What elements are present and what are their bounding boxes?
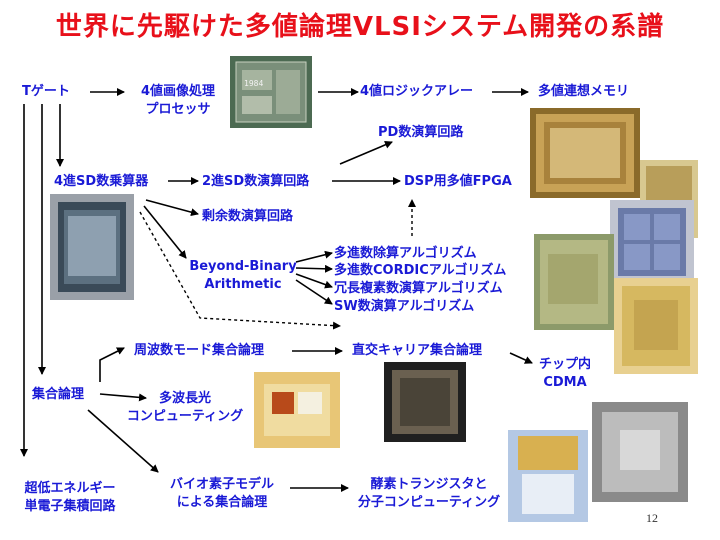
node-cdma: チップ内 CDMA — [532, 356, 598, 392]
node-multiwave: 多波長光 コンピューティング — [120, 390, 250, 426]
node-residue: 剰余数演算回路 — [202, 209, 294, 224]
node-low-energy-line1: 超低エネルギー — [24, 481, 116, 496]
node-multiwave-line1: 多波長光 — [158, 391, 211, 406]
node-set-logic: 集合論理 — [32, 387, 85, 402]
algorithm-chip-yellow — [614, 278, 698, 374]
arrow-setlogic-freq — [99, 347, 125, 382]
node-binary-sd: 2進SD数演算回路 — [202, 174, 310, 189]
node-orth-carrier: 直交キャリア集合論理 — [352, 343, 483, 358]
node-multiwave-line2: コンピューティング — [126, 409, 244, 424]
arrow-beyond-redundant — [295, 273, 333, 289]
arrow-sd-beyond — [143, 205, 187, 259]
node-beyond-binary-line2: Arithmetic — [204, 277, 282, 292]
node-pd-circuit: PD数演算回路 — [378, 125, 464, 140]
node-enzyme: 酵素トランジスタと 分子コンピューティング — [350, 476, 508, 512]
node-enzyme-line1: 酵素トランジスタと — [370, 477, 488, 492]
node-enzyme-line2: 分子コンピューティング — [357, 495, 501, 510]
multiwave-chip — [254, 372, 340, 448]
sd-multiplier-chip — [50, 194, 134, 300]
node-freq-mode: 周波数モード集合論理 — [134, 343, 265, 358]
array-chip-blue — [610, 200, 694, 284]
node-low-energy-line2: 単電子集積回路 — [24, 499, 116, 514]
orth-carrier-chip — [384, 362, 466, 442]
node-beyond-binary-line1: Beyond-Binary — [189, 259, 297, 274]
image-processor-chip: 1984 — [230, 56, 312, 128]
arrow-binary-pd — [339, 141, 393, 165]
assoc-memory-chip — [530, 108, 640, 198]
node-cdma-line2: CDMA — [543, 375, 587, 390]
chip-label: 1984 — [244, 79, 263, 88]
node-dsp-fpga: DSP用多値FPGA — [404, 174, 512, 189]
node-algo-cordic: 多進数CORDICアルゴリズム — [334, 263, 507, 278]
node-bio-model: バイオ素子モデル による集合論理 — [154, 476, 290, 512]
single-electron-chip — [592, 402, 688, 502]
node-algo-sw: SW数演算アルゴリズム — [334, 299, 475, 314]
enzyme-device-chip — [508, 430, 588, 522]
node-logic-array: 4値ロジックアレー — [360, 84, 474, 99]
arrow-beyond-cordic — [295, 264, 333, 273]
node-cdma-line1: チップ内 — [538, 357, 591, 372]
node-algo-redundant: 冗長複素数演算アルゴリズム — [334, 281, 503, 296]
page-number: 12 — [646, 511, 658, 525]
node-image-processor-line1: 4値画像処理 — [140, 84, 216, 99]
node-t-gate: Tゲート — [22, 84, 70, 99]
arrow-orth-cdma — [509, 352, 533, 364]
node-image-processor: 4値画像処理 プロセッサ — [128, 83, 228, 119]
arrow-beyond-sw — [295, 279, 333, 305]
arrow-beyond-div — [295, 250, 333, 263]
algorithm-chip-green — [534, 234, 614, 330]
node-image-processor-line2: プロセッサ — [145, 102, 211, 117]
node-bio-model-line1: バイオ素子モデル — [169, 477, 274, 492]
node-beyond-binary: Beyond-Binary Arithmetic — [186, 258, 300, 294]
page-title: 世界に先駆けた多値論理VLSIシステム開発の系譜 — [55, 12, 665, 42]
node-low-energy: 超低エネルギー 単電子集積回路 — [8, 480, 132, 516]
arrow-setlogic-bio — [87, 409, 159, 473]
node-algo-division: 多進数除算アルゴリズム — [334, 246, 477, 261]
arrow-sd-residue — [145, 199, 199, 217]
node-assoc-memory: 多値連想メモリ — [538, 84, 630, 99]
arrow-sd-orth-dotted — [139, 211, 341, 330]
arrow-setlogic-multiwave — [99, 393, 147, 402]
node-bio-model-line2: による集合論理 — [176, 495, 268, 510]
node-sd-multiplier: 4進SD数乗算器 — [54, 174, 149, 189]
